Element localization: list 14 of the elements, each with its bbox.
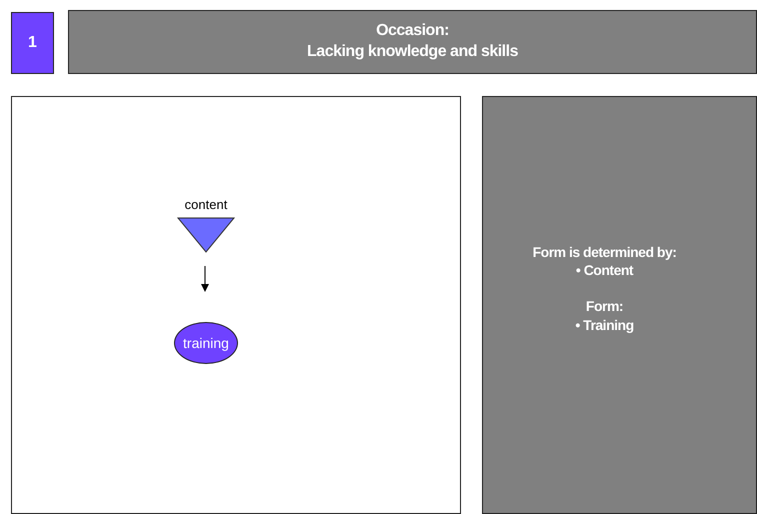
arrow	[201, 266, 209, 292]
info-text: • Training	[574, 316, 635, 334]
info-text: • Content	[574, 261, 634, 280]
number-badge	[11, 12, 54, 74]
header-banner	[68, 10, 757, 74]
header-title: Lacking knowledge and skills	[307, 42, 518, 62]
ellipse-label: training	[183, 335, 229, 351]
diagram-panel	[11, 96, 461, 514]
info-panel	[482, 96, 757, 514]
info-text: Form is determined by:	[532, 243, 678, 262]
shape-label: content	[184, 197, 228, 212]
info-text: Form:	[584, 297, 624, 316]
header-title: Occasion:	[376, 21, 449, 42]
badge-number: 1	[28, 34, 37, 52]
